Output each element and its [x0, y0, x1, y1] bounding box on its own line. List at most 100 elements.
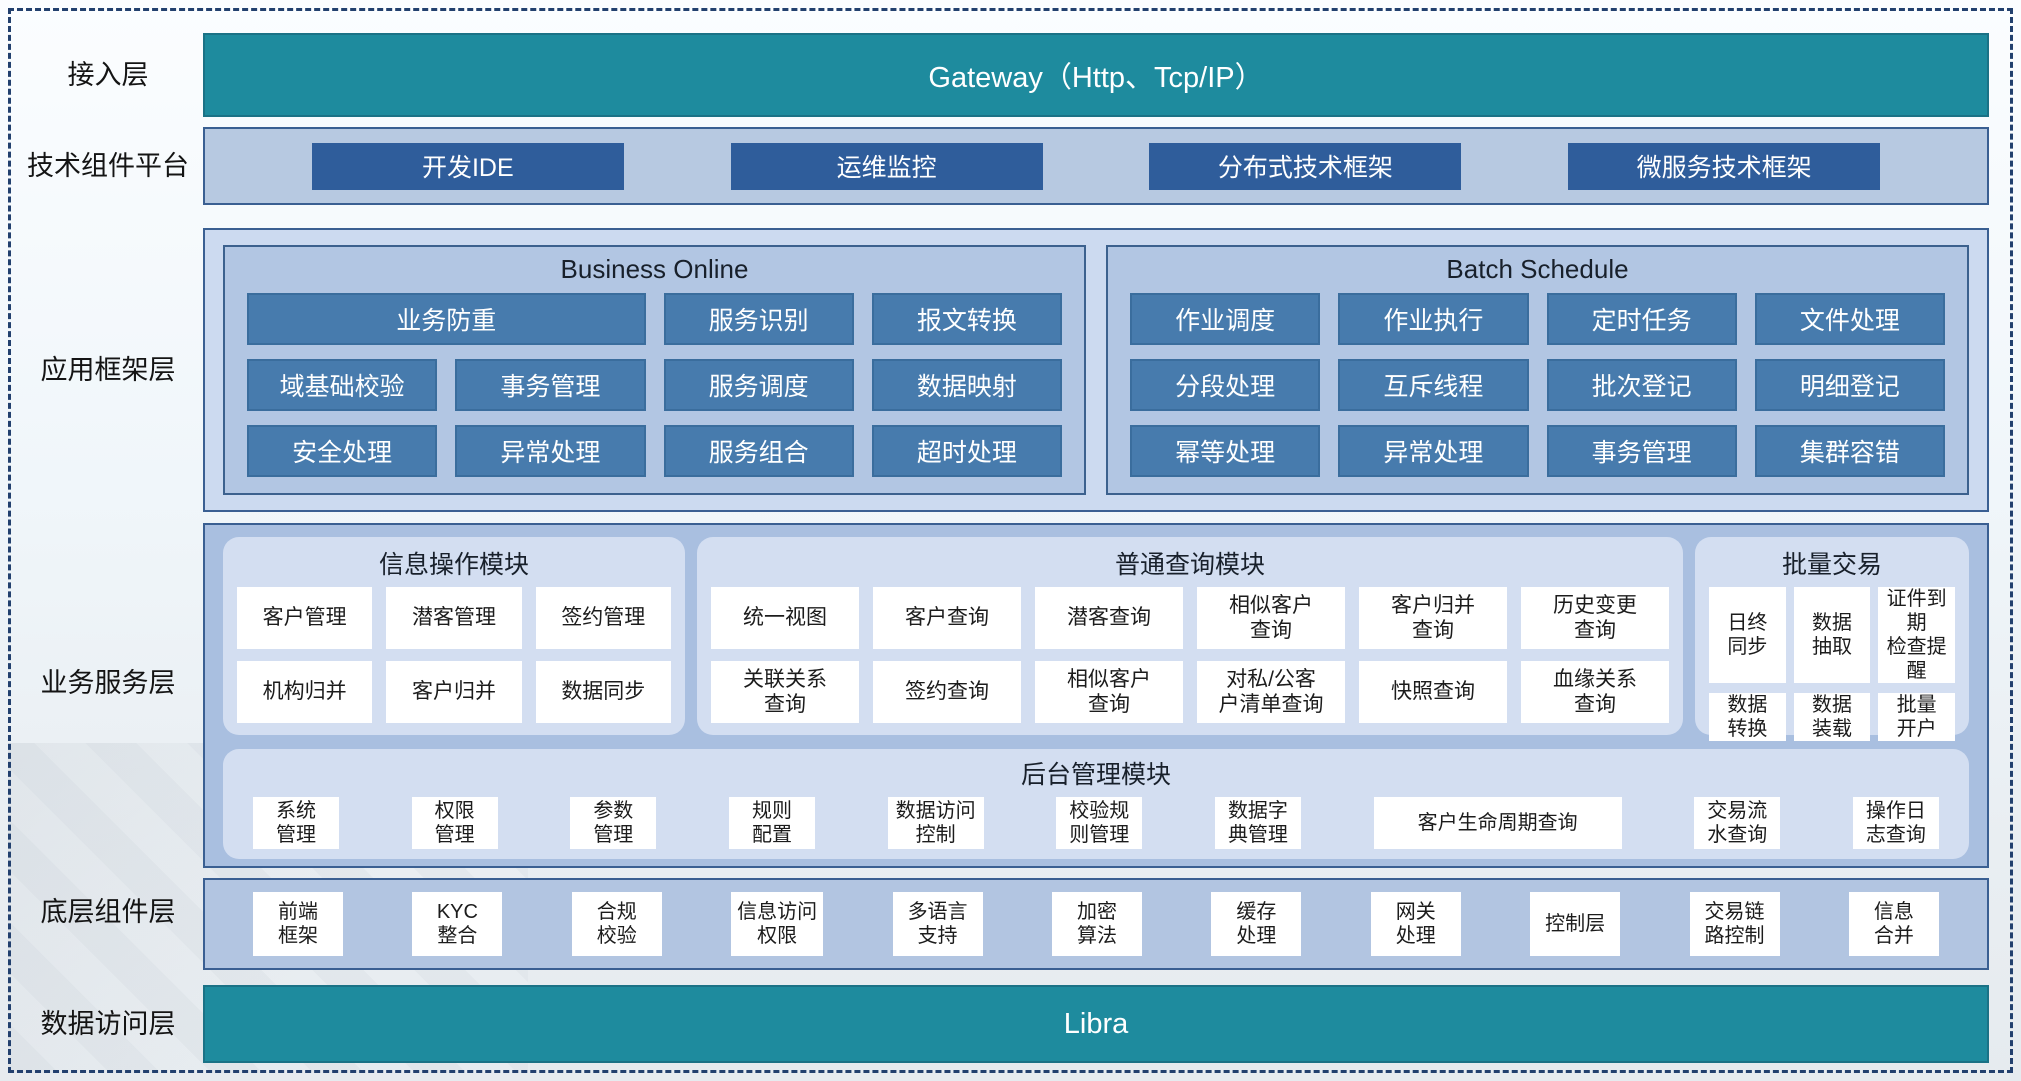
admin-item: 校验规 则管理	[1056, 797, 1143, 849]
admin-item: 数据访问 控制	[887, 797, 984, 849]
batch-schedule-item: 文件处理	[1754, 293, 1945, 345]
layer-label-app-framework: 应用框架层	[40, 355, 176, 385]
business-online-item: 数据映射	[871, 359, 1062, 411]
app-framework-box: Business Online 业务防重服务识别报文转换域基础校验事务管理服务调…	[203, 228, 1989, 512]
business-online-item: 业务防重	[247, 293, 646, 345]
admin-item: 参数 管理	[570, 797, 657, 849]
batch-schedule-item: 作业调度	[1130, 293, 1321, 345]
tech-platform-button: 运维监控	[730, 142, 1043, 190]
layer-label-business-service: 业务服务层	[40, 668, 176, 698]
base-component-item: 加密 算法	[1051, 892, 1142, 956]
layer-label-access: 接入层	[67, 60, 149, 90]
base-component-item: 前端 框架	[253, 892, 343, 956]
batch-schedule-item: 定时任务	[1546, 293, 1737, 345]
batch-schedule-grid: 作业调度作业执行定时任务文件处理分段处理互斥线程批次登记明细登记幂等处理异常处理…	[1108, 287, 1967, 493]
dashed-border-frame	[8, 8, 2013, 1073]
general-query-item: 客户查询	[873, 587, 1021, 649]
batch-trade-item: 日终 同步	[1709, 587, 1786, 683]
tech-platform-button: 微服务技术框架	[1568, 142, 1881, 190]
admin-item: 规则 配置	[728, 797, 815, 849]
business-online-item: 超时处理	[871, 425, 1062, 477]
business-online-grid: 业务防重服务识别报文转换域基础校验事务管理服务调度数据映射安全处理异常处理服务组…	[225, 287, 1084, 493]
batch-trade-item: 批量 开户	[1878, 693, 1955, 741]
base-component-item: 信息 合并	[1848, 892, 1939, 956]
general-query-item: 关联关系 查询	[711, 661, 859, 723]
gateway-bar-label: Gateway（Http、Tcp/IP）	[928, 62, 1264, 94]
info-operation-item: 机构归并	[237, 661, 373, 723]
admin-items-row: 系统 管理 权限 管理 参数 管理 规则 配置 数据访问 控制 校验规 则管理 数据字 典管…	[247, 797, 1945, 849]
general-query-item: 相似客户 查询	[1197, 587, 1345, 649]
general-query-item: 统一视图	[711, 587, 859, 649]
batch-trade-module-title: 批量交易	[1781, 551, 1882, 579]
gateway-bar: Gateway（Http、Tcp/IP）	[203, 33, 1989, 117]
business-online-panel: Business Online 业务防重服务识别报文转换域基础校验事务管理服务调…	[223, 245, 1086, 495]
admin-item: 交易流 水查询	[1694, 797, 1781, 849]
batch-trade-item: 数据 装载	[1793, 693, 1871, 741]
batch-schedule-item: 异常处理	[1338, 425, 1529, 477]
general-query-item: 签约查询	[873, 661, 1021, 723]
layer-label-data-access: 数据访问层	[40, 1009, 176, 1039]
admin-item: 操作日 志查询	[1852, 797, 1939, 849]
info-operation-module: 信息操作模块 客户管理潜客管理签约管理机构归并客户归并数据同步	[223, 537, 685, 735]
tech-platform-bar: 开发IDE 运维监控 分布式技术框架 微服务技术框架	[203, 127, 1989, 205]
admin-module-title: 后台管理模块	[1020, 761, 1171, 789]
general-query-item: 潜客查询	[1035, 587, 1183, 649]
general-query-item: 客户归并 查询	[1359, 587, 1507, 649]
base-component-box: 前端 框架 KYC 整合 合规 校验 信息访问 权限 多语言 支持 加密 算法 缓存 处理 网…	[203, 878, 1989, 970]
general-query-module: 普通查询模块 统一视图客户查询潜客查询相似客户 查询客户归并 查询历史变更 查询…	[697, 537, 1683, 735]
info-operation-module-title: 信息操作模块	[378, 551, 529, 579]
base-component-item: 网关 处理	[1370, 892, 1461, 956]
layer-label-base-component: 底层组件层	[40, 897, 176, 927]
business-online-item: 服务识别	[663, 293, 854, 345]
base-component-item: 信息访问 权限	[731, 892, 824, 956]
base-component-item: 缓存 处理	[1211, 892, 1302, 956]
business-online-title: Business Online	[560, 254, 749, 284]
business-online-item: 事务管理	[455, 359, 646, 411]
admin-item: 系统 管理	[253, 797, 339, 849]
batch-schedule-panel: Batch Schedule 作业调度作业执行定时任务文件处理分段处理互斥线程批…	[1106, 245, 1969, 495]
batch-schedule-item: 事务管理	[1546, 425, 1737, 477]
general-query-grid: 统一视图客户查询潜客查询相似客户 查询客户归并 查询历史变更 查询关联关系 查询…	[711, 587, 1669, 723]
admin-item: 客户生命周期查询	[1373, 797, 1622, 849]
batch-schedule-item: 明细登记	[1754, 359, 1945, 411]
batch-schedule-item: 幂等处理	[1130, 425, 1321, 477]
admin-item: 数据字 典管理	[1214, 797, 1301, 849]
tech-platform-button: 开发IDE	[311, 142, 624, 190]
info-operation-item: 客户管理	[237, 587, 373, 649]
business-online-item: 安全处理	[247, 425, 438, 477]
admin-item: 权限 管理	[411, 797, 498, 849]
general-query-module-title: 普通查询模块	[1114, 551, 1265, 579]
batch-schedule-item: 集群容错	[1754, 425, 1945, 477]
info-operation-item: 签约管理	[535, 587, 671, 649]
layer-label-tech-platform: 技术组件平台	[27, 151, 189, 181]
service-modules-row: 信息操作模块 客户管理潜客管理签约管理机构归并客户归并数据同步 普通查询模块 统…	[223, 537, 1969, 741]
tech-platform-button: 分布式技术框架	[1149, 142, 1462, 190]
business-online-item: 报文转换	[871, 293, 1062, 345]
general-query-item: 对私/公客 户清单查询	[1197, 661, 1345, 723]
base-component-item: 交易链 路控制	[1689, 892, 1780, 956]
batch-trade-item: 数据 抽取	[1793, 587, 1871, 683]
batch-schedule-item: 分段处理	[1130, 359, 1321, 411]
admin-module: 后台管理模块 系统 管理 权限 管理 参数 管理 规则 配置 数据访问 控制 校验规 则管…	[223, 749, 1969, 859]
batch-trade-grid: 日终 同步数据 抽取证件到期 检查提醒数据 转换数据 装载批量 开户	[1709, 587, 1955, 741]
libra-bar: Libra	[203, 985, 1989, 1063]
base-component-item: KYC 整合	[412, 892, 503, 956]
libra-bar-label: Libra	[1063, 1007, 1129, 1040]
general-query-item: 血缘关系 查询	[1521, 661, 1669, 723]
batch-trade-module: 批量交易 日终 同步数据 抽取证件到期 检查提醒数据 转换数据 装载批量 开户	[1695, 537, 1969, 741]
business-service-box: 信息操作模块 客户管理潜客管理签约管理机构归并客户归并数据同步 普通查询模块 统…	[203, 523, 1989, 868]
base-component-item: 多语言 支持	[892, 892, 983, 956]
general-query-item: 快照查询	[1359, 661, 1507, 723]
general-query-item: 历史变更 查询	[1521, 587, 1669, 649]
business-online-item: 域基础校验	[247, 359, 438, 411]
info-operation-item: 客户归并	[386, 661, 522, 723]
base-component-item: 合规 校验	[571, 892, 662, 956]
general-query-item: 相似客户 查询	[1035, 661, 1183, 723]
batch-schedule-item: 互斥线程	[1338, 359, 1529, 411]
batch-schedule-item: 作业执行	[1338, 293, 1529, 345]
info-operation-grid: 客户管理潜客管理签约管理机构归并客户归并数据同步	[237, 587, 671, 723]
batch-trade-item: 数据 转换	[1709, 693, 1786, 741]
info-operation-item: 数据同步	[535, 661, 671, 723]
info-operation-item: 潜客管理	[386, 587, 522, 649]
batch-schedule-title: Batch Schedule	[1446, 254, 1629, 284]
